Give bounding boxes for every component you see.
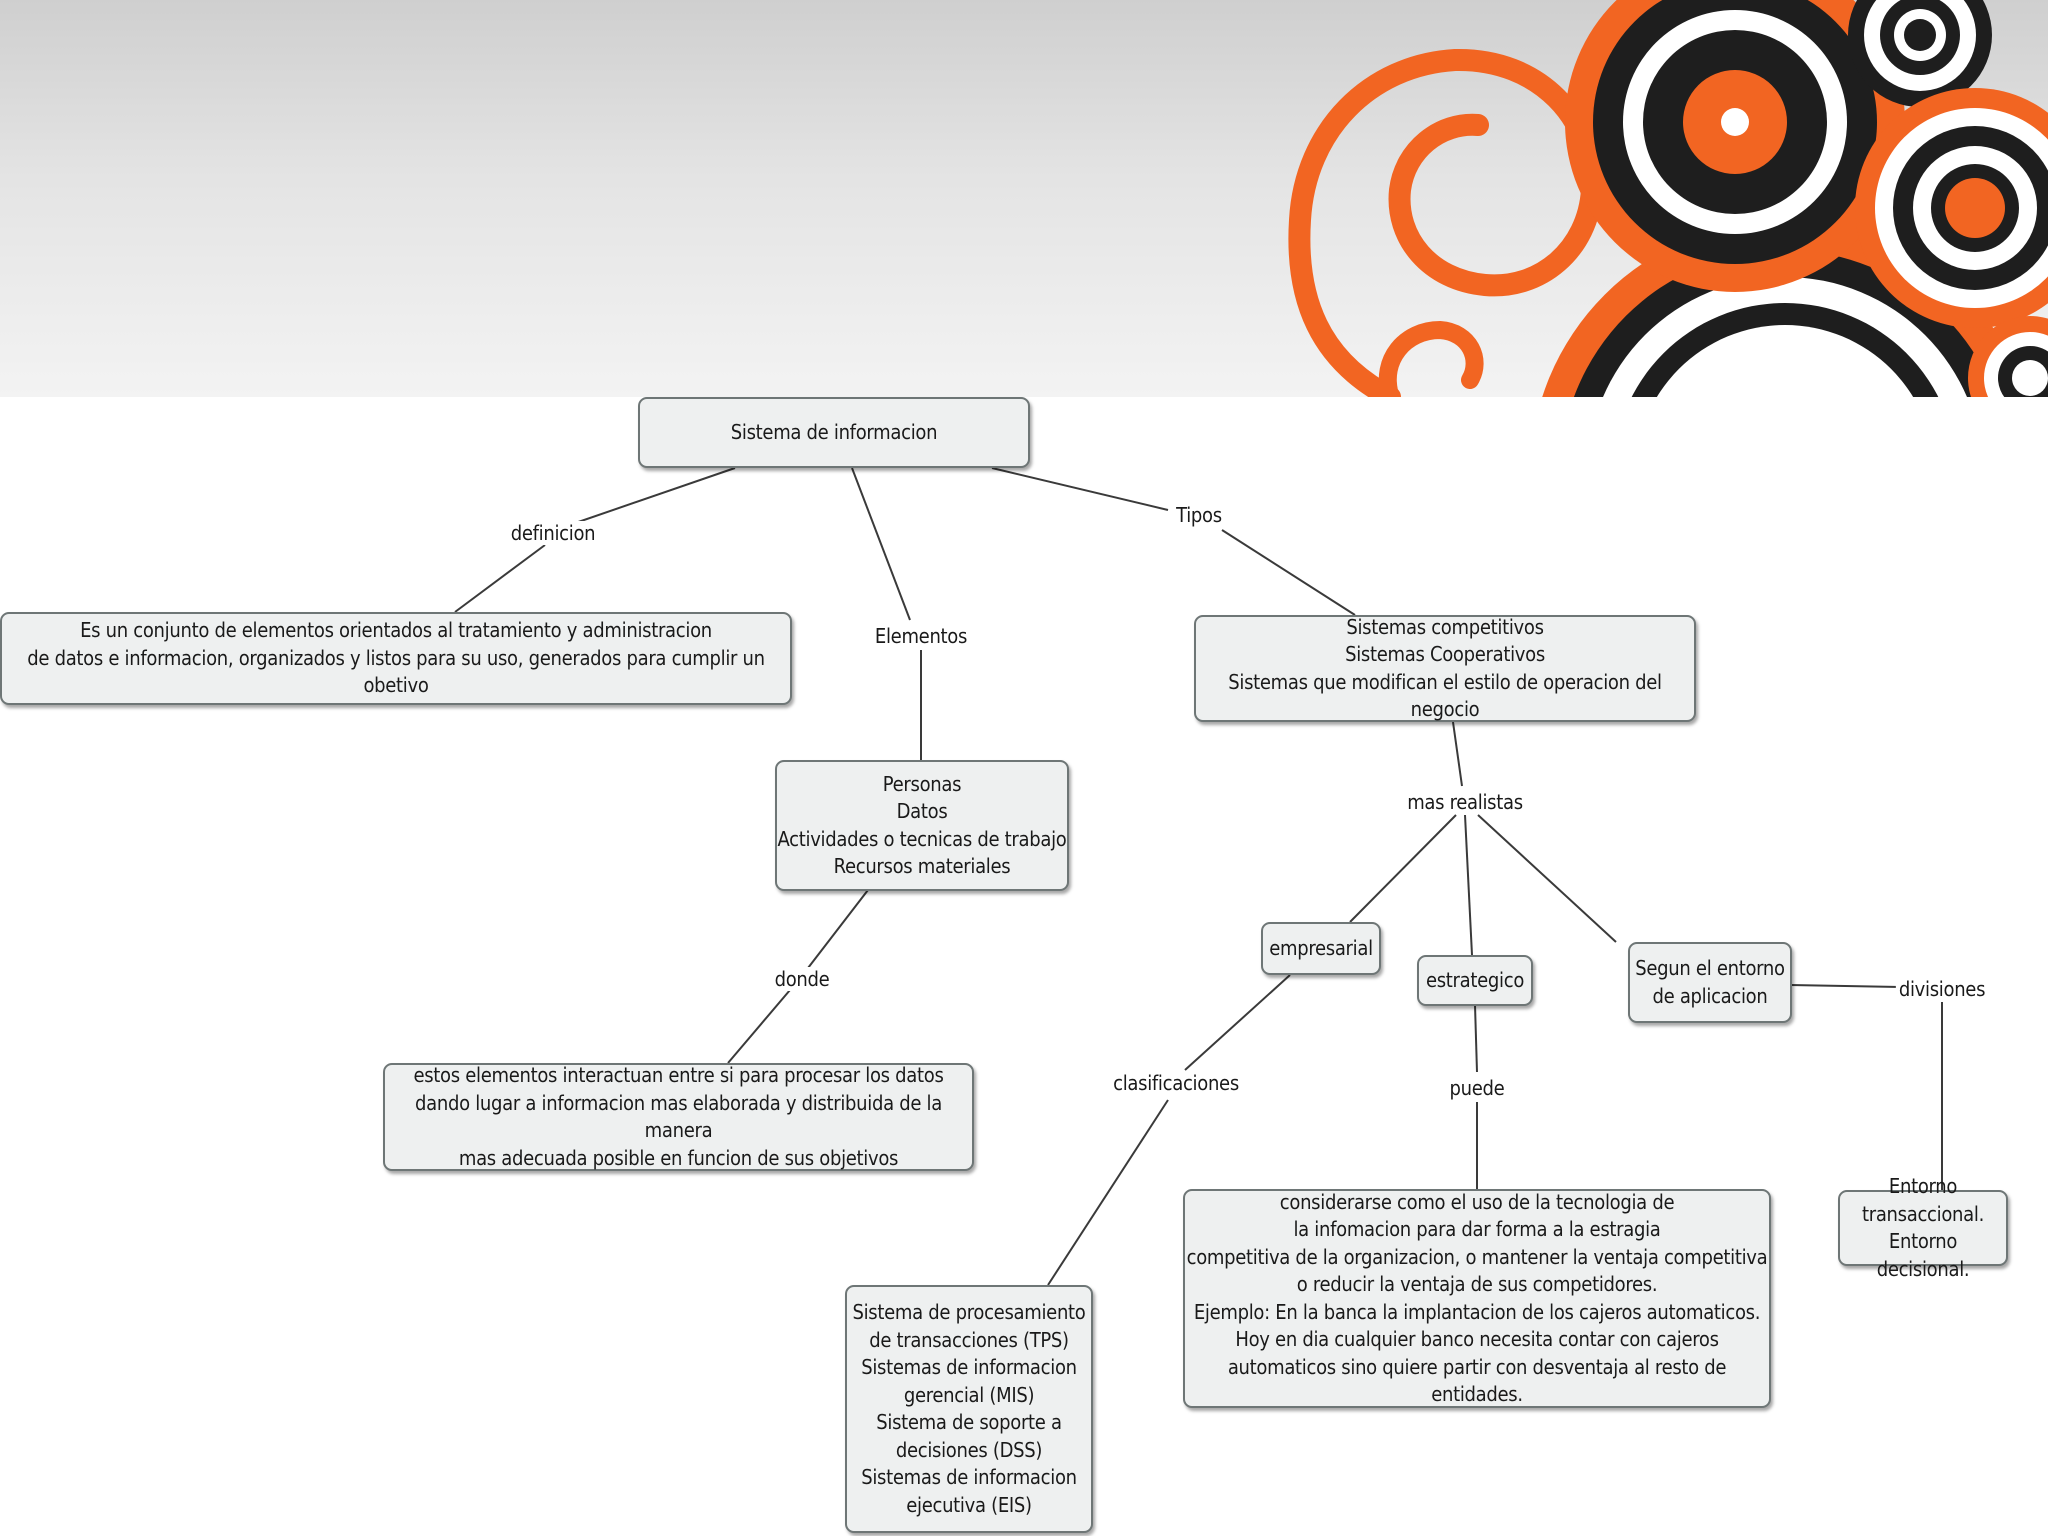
swirl-circles-decoration (1288, 0, 2048, 397)
link-label-elementos: Elementos (871, 624, 971, 648)
link-label-clasificaciones: clasificaciones (1110, 1071, 1242, 1095)
link-tipos-types (1221, 529, 1356, 616)
node-strategic-use: considerarse como el uso de la tecnologi… (1183, 1189, 1771, 1408)
link-definicion-definition (454, 544, 546, 613)
link-estrategico-puede (1474, 1004, 1478, 1073)
node-definition: Es un conjunto de elementos orientados a… (0, 612, 792, 705)
link-label-puede: puede (1446, 1076, 1508, 1100)
link-types-masrealistas (1452, 721, 1463, 787)
link-entorno-divisiones (1789, 984, 1901, 988)
link-label-mas-realistas: mas realistas (1404, 790, 1526, 814)
link-clasificaciones-classifications (1047, 1099, 1169, 1286)
node-types-list: Sistemas competitivos Sistemas Cooperati… (1194, 615, 1696, 722)
link-label-definicion: definicion (507, 521, 599, 545)
link-donde-interaction (727, 989, 791, 1064)
node-sistema-de-informacion: Sistema de informacion (638, 397, 1030, 468)
link-label-divisiones: divisiones (1895, 977, 1989, 1001)
link-masrealistas-estrategico (1464, 814, 1473, 956)
node-segun-el-entorno: Segun el entorno de aplicacion (1628, 942, 1792, 1023)
decorative-banner (0, 0, 2048, 397)
node-empresarial: empresarial (1261, 922, 1381, 975)
link-root-tipos (991, 467, 1169, 511)
link-elements-donde (807, 889, 869, 969)
link-masrealistas-empresarial (1349, 814, 1457, 923)
node-classifications-list: Sistema de procesamiento de transaccione… (845, 1285, 1093, 1533)
link-root-definicion (554, 467, 736, 531)
link-label-donde: donde (771, 967, 833, 991)
link-root-elementos (851, 467, 911, 621)
node-estrategico: estrategico (1417, 955, 1533, 1006)
link-label-tipos: Tipos (1173, 503, 1225, 527)
link-empresarial-clasificaciones (1184, 974, 1291, 1071)
node-interaction: estos elementos interactuan entre si par… (383, 1063, 974, 1171)
link-masrealistas-entorno (1477, 814, 1617, 943)
node-environments: Entorno transaccional. Entorno decisiona… (1838, 1174, 2008, 1281)
node-elements-list: Personas Datos Actividades o tecnicas de… (775, 760, 1069, 891)
